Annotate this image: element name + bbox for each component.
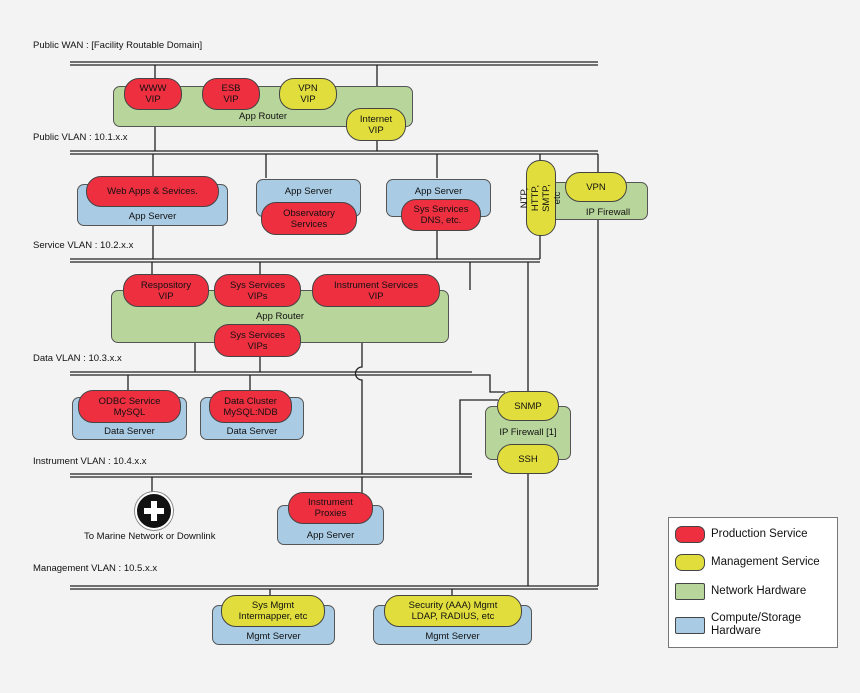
app-server-label: App Server <box>128 211 177 222</box>
router-label: App Router <box>255 311 305 322</box>
marine-network-label: To Marine Network or Downlink <box>84 531 216 542</box>
vpn-vip-pill: VPN VIP <box>279 78 337 110</box>
production-swatch <box>675 526 705 543</box>
repository-vip-pill: Respository VIP <box>123 274 209 307</box>
odbc-service-pill: ODBC Service MySQL <box>78 390 181 423</box>
legend: Production Service Management Service Ne… <box>668 517 838 648</box>
data-server-label: Data Server <box>104 426 155 437</box>
public-wan-label: Public WAN : [Facility Routable Domain] <box>33 40 203 51</box>
legend-management: Management Service <box>675 554 820 571</box>
compute-swatch <box>675 616 705 634</box>
service-vlan-bus <box>70 258 540 263</box>
instrument-services-vip-pill: Instrument Services VIP <box>312 274 440 307</box>
legend-network-label: Network Hardware <box>711 585 807 597</box>
web-apps-pill: Web Apps & Sevices. <box>86 176 219 207</box>
internet-vip-pill: Internet VIP <box>346 108 406 141</box>
app-server-label: App Server <box>414 186 463 197</box>
sys-services-vips-bottom-pill: Sys Services VIPs <box>214 324 301 357</box>
vpn-pill: VPN <box>565 172 627 202</box>
sys-services-vips-top-pill: Sys Services VIPs <box>214 274 301 307</box>
esb-vip-pill: ESB VIP <box>202 78 260 110</box>
public-wan-bus <box>70 61 598 66</box>
legend-network: Network Hardware <box>675 583 806 600</box>
management-vlan-label: Management VLAN : 10.5.x.x <box>33 563 158 574</box>
observatory-services-pill: Observatory Services <box>261 202 357 235</box>
app-server-label: App Server <box>284 186 333 197</box>
service-vlan-label: Service VLAN : 10.2.x.x <box>33 240 134 251</box>
ntp-http-smtp-pill: NTP, HTTP, SMTP, etc <box>519 160 563 236</box>
public-vlan-label: Public VLAN : 10.1.x.x <box>33 132 128 143</box>
www-vip-pill: WWW VIP <box>124 78 182 110</box>
ip-firewall-label: IP Firewall <box>585 207 631 218</box>
sys-services-dns-pill: Sys Services DNS, etc. <box>401 199 481 231</box>
instrument-vlan-label: Instrument VLAN : 10.4.x.x <box>33 456 147 467</box>
instrument-vlan-bus <box>70 473 472 478</box>
sys-mgmt-pill: Sys Mgmt Intermapper, etc <box>221 595 325 627</box>
legend-production: Production Service <box>675 526 808 543</box>
data-server-label: Data Server <box>226 426 278 437</box>
mgmt-server-label: Mgmt Server <box>425 631 480 642</box>
legend-production-label: Production Service <box>711 528 808 540</box>
legend-compute: Compute/Storage Hardware <box>675 612 801 638</box>
router-label: App Router <box>238 111 288 122</box>
management-swatch <box>675 554 705 571</box>
data-cluster-pill: Data Cluster MySQL:NDB <box>209 390 292 423</box>
data-vlan-bus <box>70 371 472 376</box>
management-vlan-bus <box>70 585 598 590</box>
snmp-pill: SNMP <box>497 391 559 421</box>
instrument-proxies-pill: Instrument Proxies <box>288 492 373 524</box>
data-vlan-label: Data VLAN : 10.3.x.x <box>33 353 122 364</box>
app-server-label: App Server <box>306 530 355 541</box>
security-mgmt-pill: Security (AAA) Mgmt LDAP, RADIUS, etc <box>384 595 522 627</box>
ip-firewall-label: IP Firewall [1] <box>499 427 557 438</box>
legend-management-label: Management Service <box>711 556 820 568</box>
ssh-pill: SSH <box>497 444 559 474</box>
public-vlan-bus <box>70 150 598 155</box>
network-swatch <box>675 583 705 600</box>
plus-icon <box>135 492 173 530</box>
legend-compute-label: Compute/Storage Hardware <box>711 612 802 637</box>
mgmt-server-label: Mgmt Server <box>246 631 301 642</box>
